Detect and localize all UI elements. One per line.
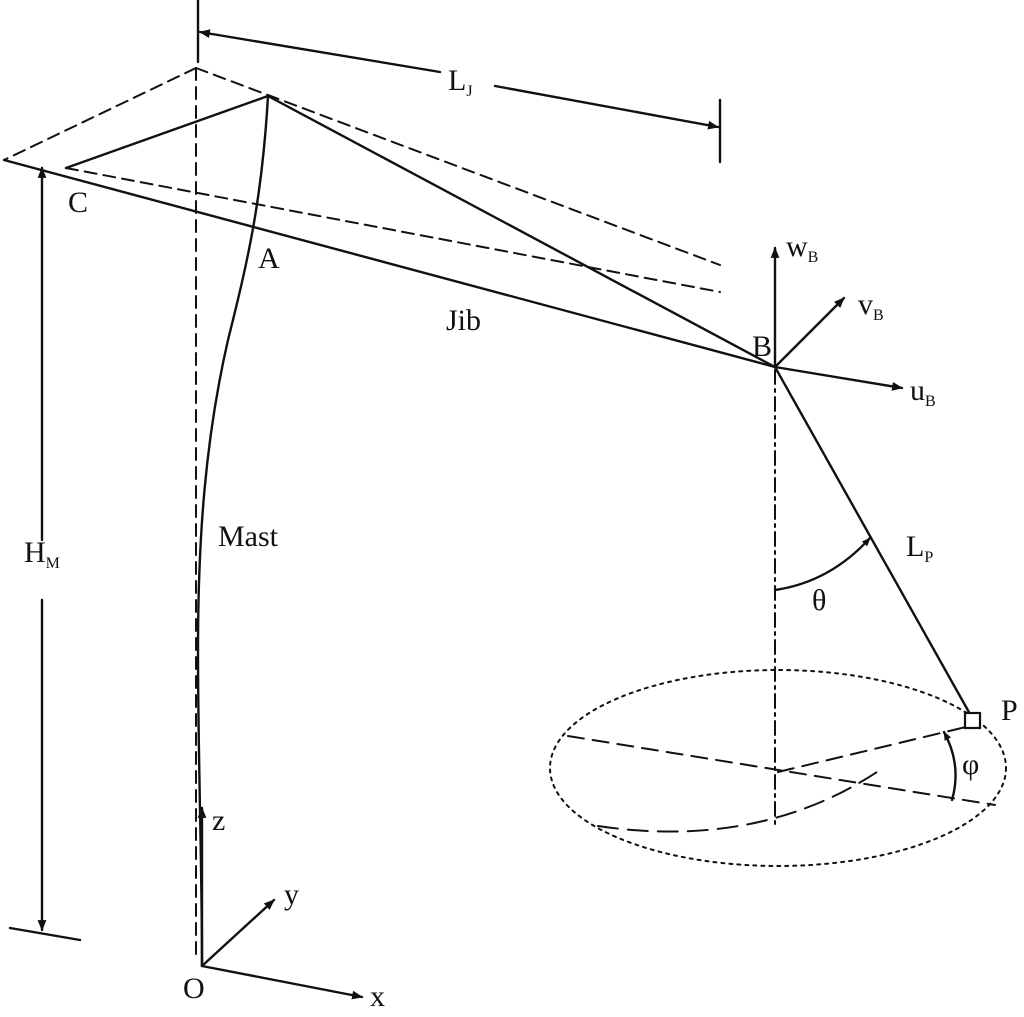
label-wb: wB bbox=[786, 230, 818, 266]
label-ub: uB bbox=[910, 374, 936, 410]
label-b: B bbox=[752, 330, 772, 363]
axis-x-line bbox=[200, 964, 364, 1000]
label-lp: LP bbox=[906, 530, 933, 566]
axis-ub-line bbox=[773, 365, 904, 391]
label-y: y bbox=[284, 878, 299, 911]
label-a: A bbox=[258, 242, 280, 275]
label-o: O bbox=[183, 972, 205, 1005]
counter-jib bbox=[64, 94, 270, 170]
payload-projection bbox=[777, 725, 971, 773]
cable bbox=[773, 365, 972, 716]
label-z: z bbox=[212, 804, 225, 837]
undeformed-counter-tie bbox=[3, 67, 197, 161]
label-mast: Mast bbox=[218, 520, 279, 553]
swing-path bbox=[597, 769, 881, 833]
swing-circle bbox=[549, 669, 1007, 867]
jib bbox=[2, 158, 777, 369]
label-x: x bbox=[370, 980, 385, 1013]
undeformed-jib-tie bbox=[195, 67, 721, 266]
phi-arc bbox=[942, 730, 957, 802]
axis-vb-line bbox=[773, 296, 846, 369]
label-phi: φ bbox=[962, 748, 979, 781]
hm-base-tick bbox=[8, 926, 82, 942]
theta-arc bbox=[773, 536, 872, 592]
label-p: P bbox=[1001, 694, 1018, 727]
axis-y-line bbox=[200, 898, 276, 968]
label-vb: vB bbox=[858, 288, 884, 324]
jib-tie bbox=[266, 94, 777, 369]
label-c: C bbox=[68, 186, 88, 219]
label-hm: HM bbox=[24, 536, 60, 572]
lj-dimension-left bbox=[198, 29, 442, 74]
label-theta: θ bbox=[812, 584, 826, 617]
payload-marker bbox=[963, 711, 982, 730]
label-jib: Jib bbox=[446, 304, 481, 337]
label-lj: LJ bbox=[448, 64, 473, 100]
undeformed-jib bbox=[65, 167, 721, 293]
lj-dimension-right bbox=[493, 84, 720, 130]
